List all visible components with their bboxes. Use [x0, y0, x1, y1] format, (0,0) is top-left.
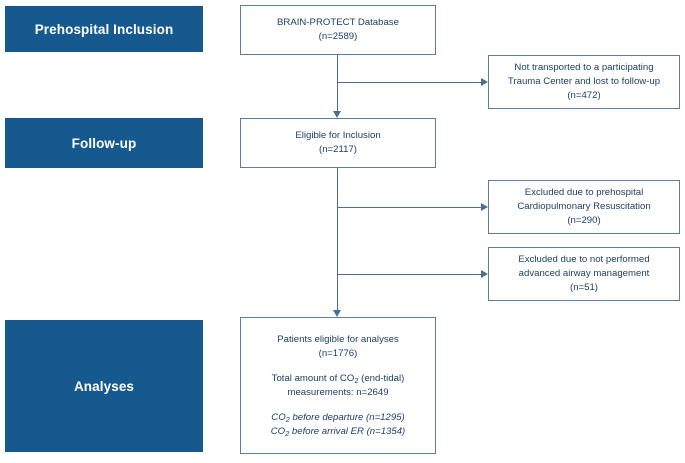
node-line-patients-eligible: Patients eligible for analyses	[277, 333, 399, 345]
node-patients-eligible-for-analyses: Patients eligible for analyses (n=1776) …	[240, 317, 436, 454]
connector-to-not-transported-horizontal	[337, 82, 481, 83]
node-line: Eligible for Inclusion	[295, 130, 381, 141]
node-line-total-co2: Total amount of CO2 (end-tidal)	[271, 372, 405, 385]
stage-label-text: Prehospital Inclusion	[34, 21, 174, 37]
node-line: (n=2117)	[319, 144, 357, 155]
connector-arrow-into-excluded-cpr	[481, 203, 488, 211]
connector-to-excluded-airway-horizontal	[337, 274, 481, 275]
co2-subscript: 2	[285, 414, 290, 424]
stage-label-text: Analyses	[73, 378, 135, 394]
co2-subscript: 2	[354, 375, 359, 385]
node-brain-protect-database: BRAIN-PROTECT Database (n=2589)	[240, 5, 436, 55]
connector-arrow-into-excluded-airway	[481, 270, 488, 278]
node-excluded-prehospital-cpr: Excluded due to prehospital Cardiopulmon…	[488, 180, 680, 234]
connector-arrow-into-analyses	[333, 310, 341, 317]
node-line: (n=51)	[570, 282, 598, 293]
connector-arrow-into-eligible	[333, 111, 341, 118]
connector-eligible-to-analyses-vertical	[337, 168, 338, 310]
node-line: (n=2589)	[318, 31, 358, 42]
stage-label-text: Follow-up	[71, 135, 137, 151]
node-line: Excluded due to prehospital	[524, 187, 644, 198]
node-line: (n=472)	[567, 90, 601, 101]
co2-subscript: 2	[285, 428, 290, 438]
node-line: advanced airway management	[518, 268, 650, 279]
stage-label-analyses: Analyses	[5, 320, 203, 452]
stage-label-prehospital-inclusion: Prehospital Inclusion	[5, 6, 203, 52]
connector-to-excluded-cpr-horizontal	[337, 207, 481, 208]
node-excluded-advanced-airway: Excluded due to not performed advanced a…	[488, 247, 680, 301]
node-line-co2-before-departure: CO2 before departure (n=1295)	[271, 411, 405, 424]
node-line-measurements: measurements: n=2649	[287, 386, 389, 398]
node-line: Not transported to a participating	[514, 62, 654, 73]
node-line: Cardiopulmonary Resuscitation	[517, 201, 651, 212]
node-line: Excluded due to not performed	[518, 254, 650, 265]
node-eligible-for-inclusion: Eligible for Inclusion (n=2117)	[240, 118, 436, 168]
node-line: (n=290)	[567, 215, 601, 226]
node-line: BRAIN-PROTECT Database	[277, 17, 399, 28]
connector-database-to-eligible-vertical	[337, 55, 338, 111]
node-line: Trauma Center and lost to follow-up	[507, 76, 661, 87]
connector-arrow-into-not-transported	[481, 78, 488, 86]
node-line-co2-before-arrival-er: CO2 before arrival ER (n=1354)	[270, 425, 406, 438]
node-line-patients-count: (n=1776)	[318, 347, 358, 359]
node-not-transported-lost-followup: Not transported to a participating Traum…	[488, 55, 680, 109]
stage-label-follow-up: Follow-up	[5, 118, 203, 168]
